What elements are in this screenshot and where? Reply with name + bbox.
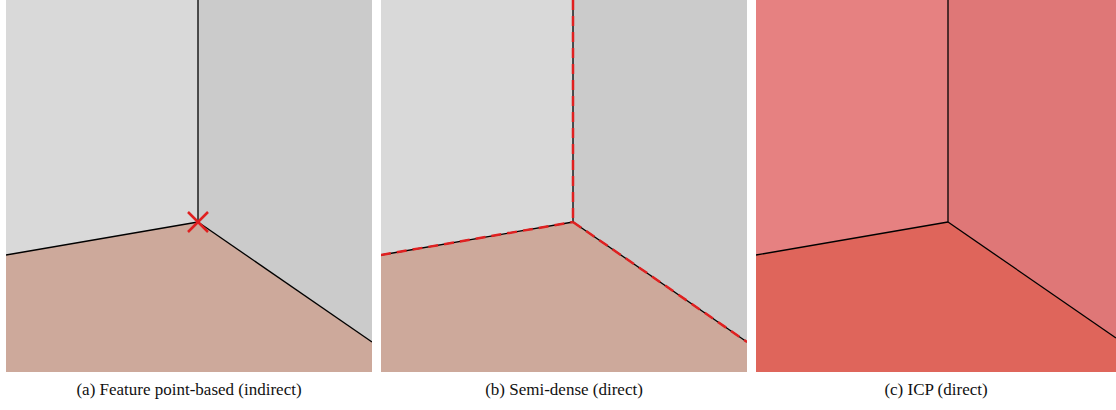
panel-caption: (c) ICP (direct) [884,380,987,400]
room-corner-illustration [756,0,1116,372]
room-corner-illustration [381,0,747,372]
panel-caption: (a) Feature point-based (indirect) [76,380,301,400]
panel-caption: (b) Semi-dense (direct) [485,380,643,400]
room-corner-illustration [6,0,372,372]
